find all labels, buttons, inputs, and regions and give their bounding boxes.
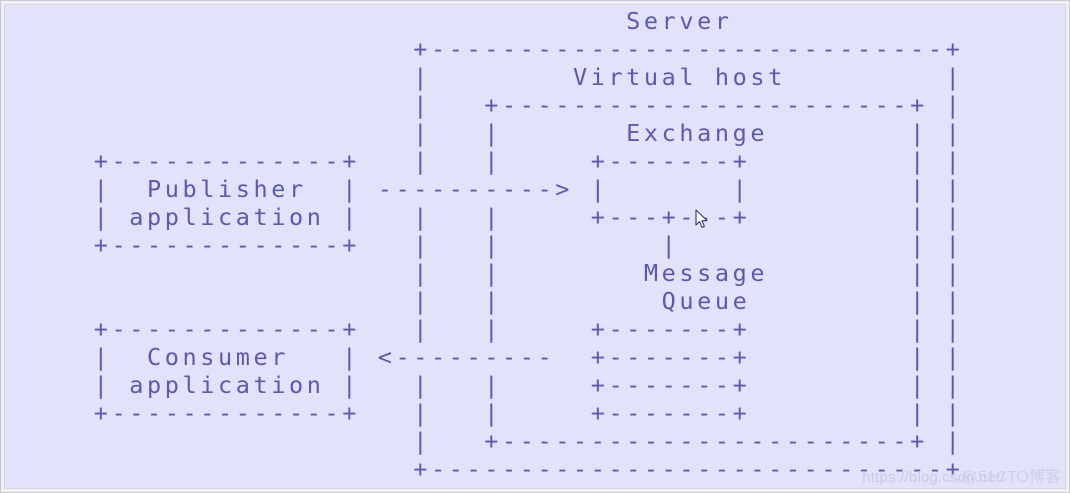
- watermark-brand: @51CTO博客: [961, 469, 1061, 486]
- ascii-art-diagram: Server +-----------------------------+ |…: [93, 7, 964, 483]
